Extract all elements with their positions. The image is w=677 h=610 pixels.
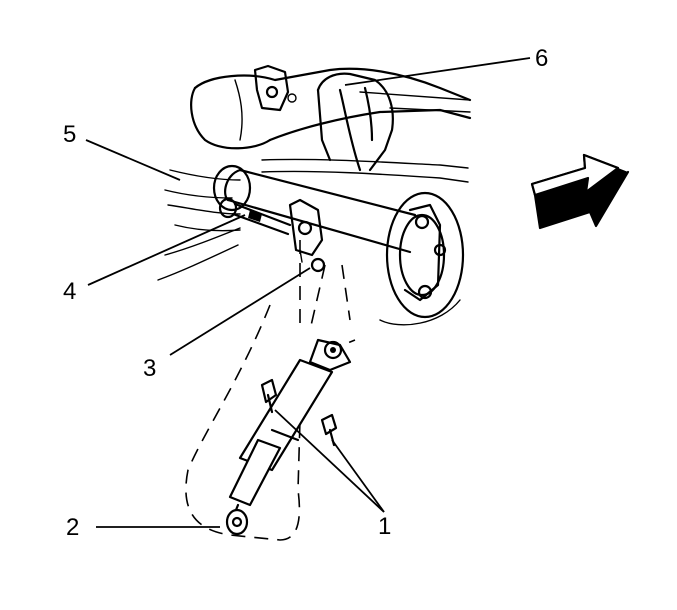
forward-arrow-icon (530, 153, 630, 230)
callout-3: 3 (143, 355, 156, 382)
callout-5: 5 (63, 121, 76, 148)
callout-2: 2 (66, 514, 79, 541)
callout-4: 4 (63, 278, 76, 305)
frame-and-axle-assembly (157, 64, 472, 326)
callout-6: 6 (535, 45, 548, 72)
callout-1: 1 (378, 513, 391, 540)
leader-lines (85, 57, 531, 528)
lower-mount-bolt (218, 197, 292, 236)
shock-absorber-removed (185, 240, 356, 541)
